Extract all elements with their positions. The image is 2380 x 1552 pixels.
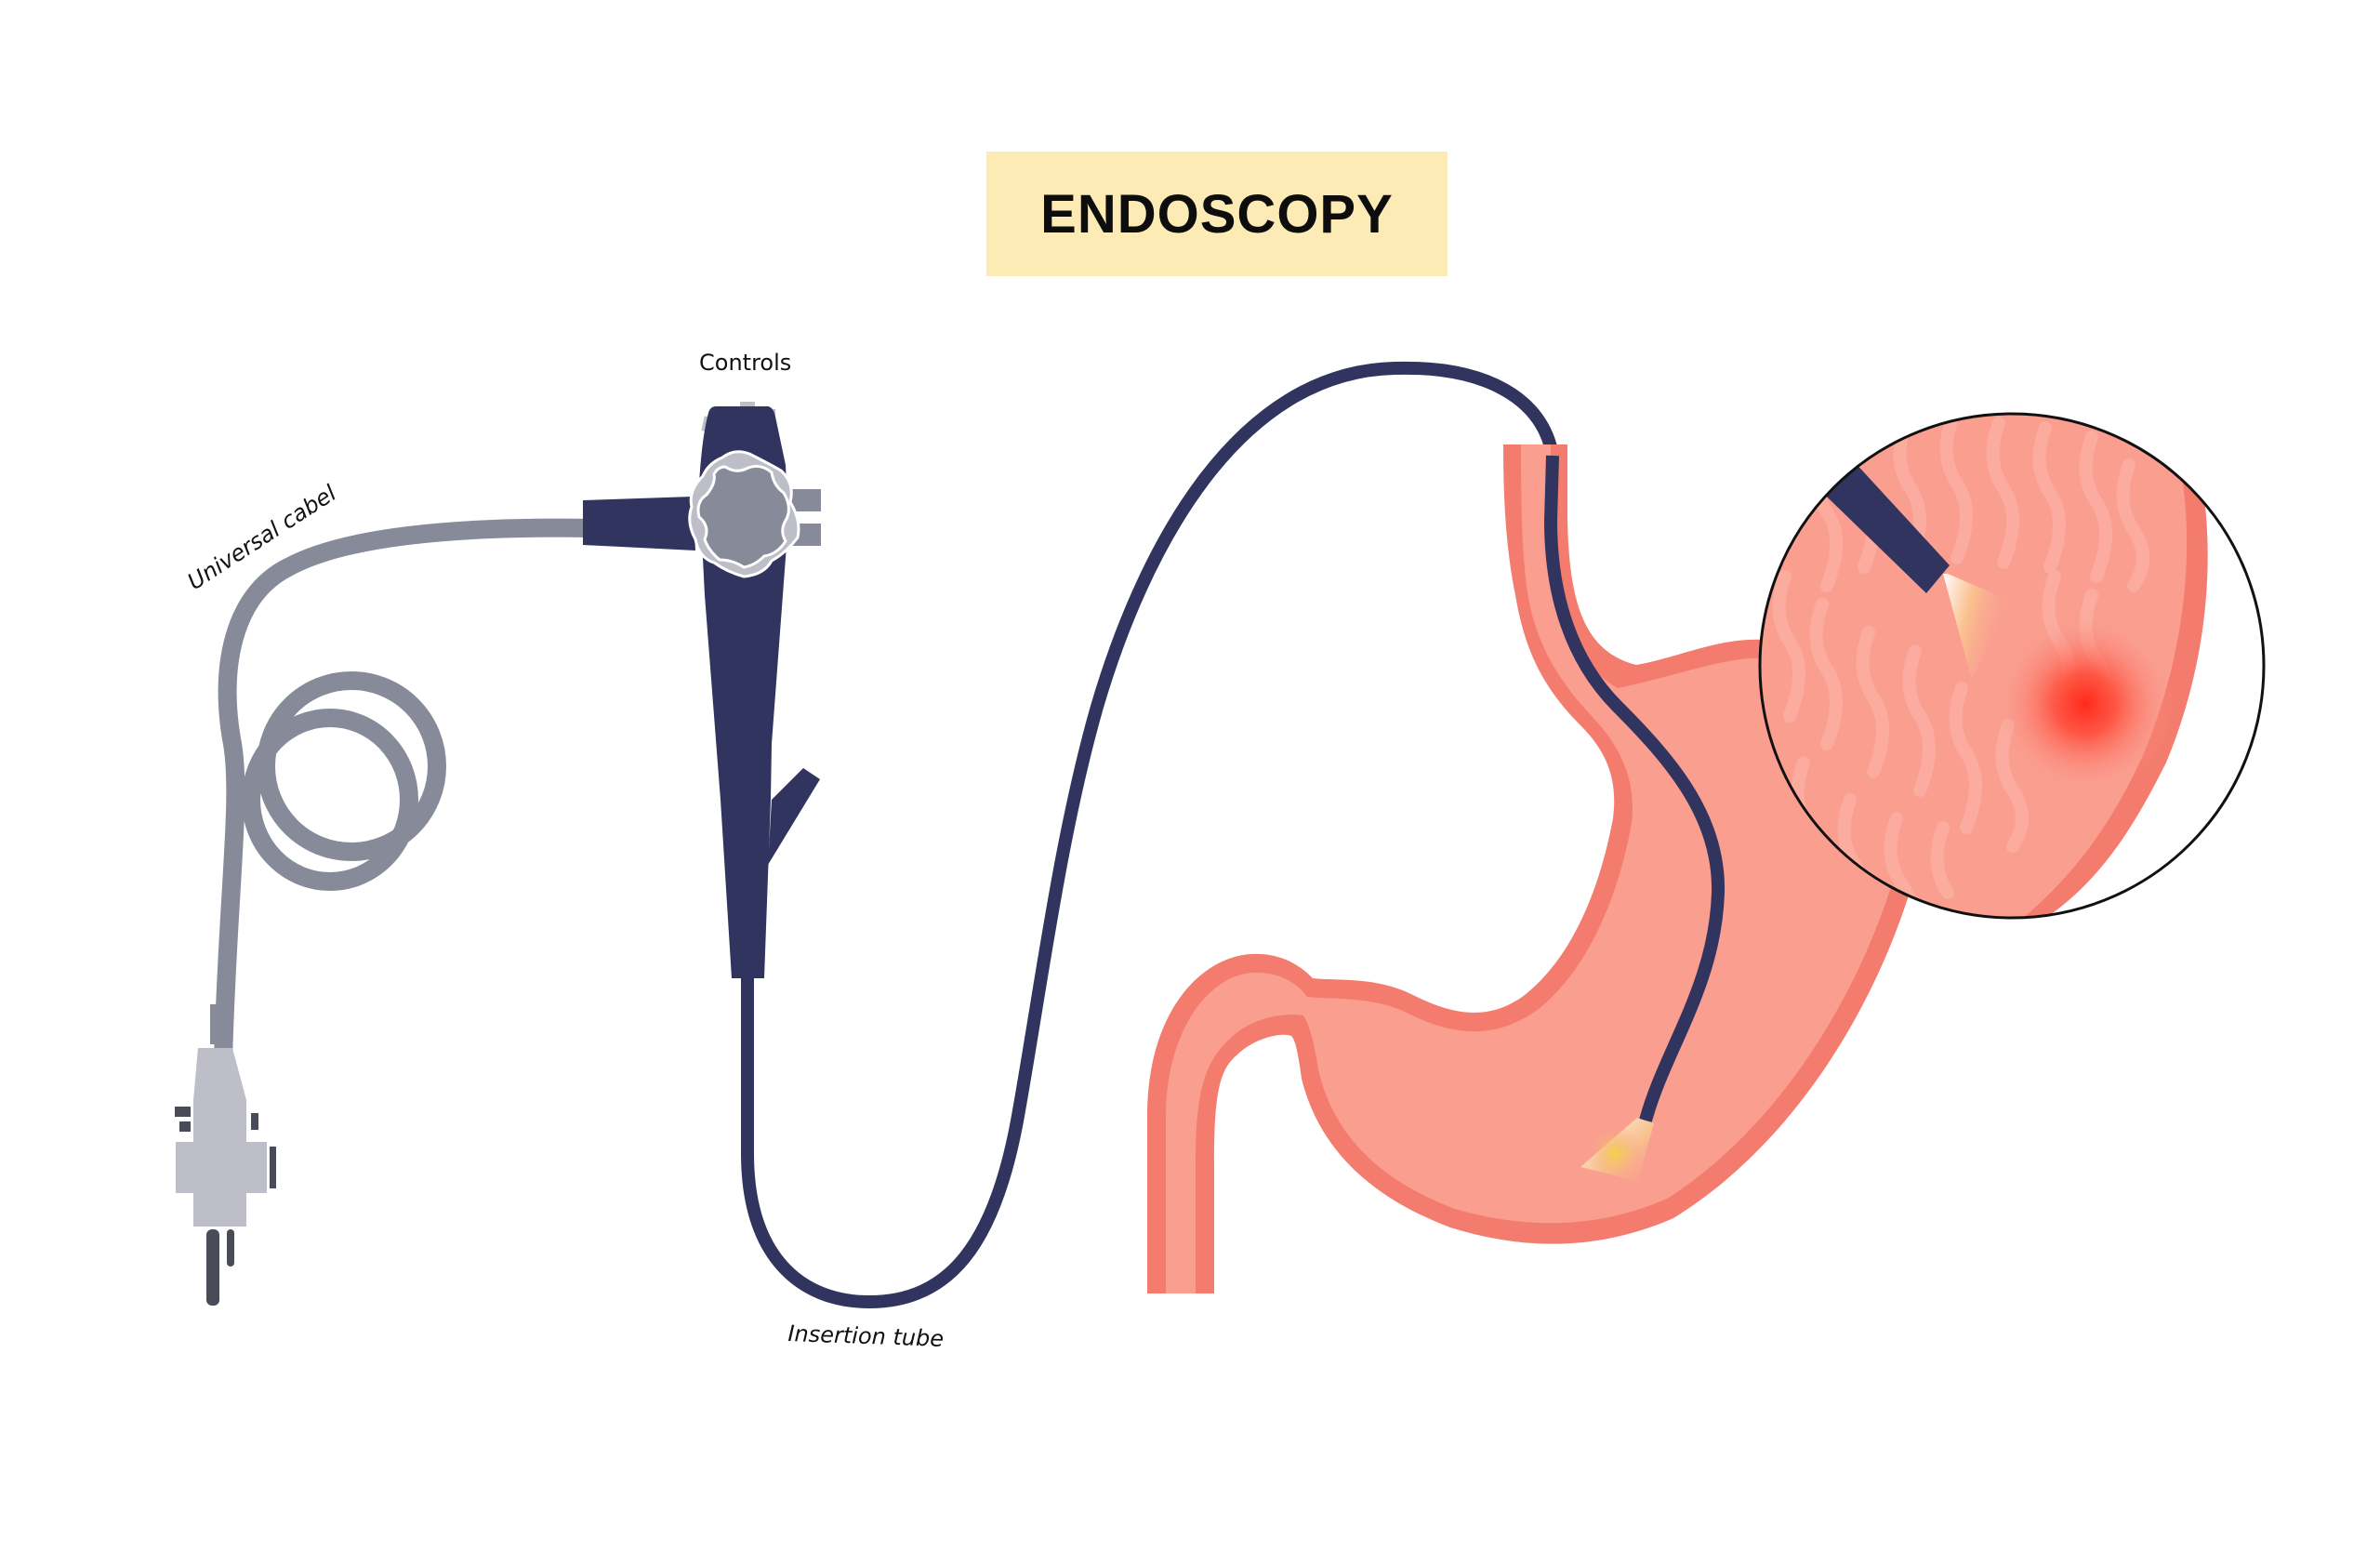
- universal-cable: [214, 518, 596, 1061]
- title-banner: ENDOSCOPY: [986, 152, 1448, 276]
- scope-tip-light: [1580, 1118, 1654, 1181]
- controls-label: Controls: [699, 350, 792, 376]
- connector-plug: [175, 1004, 276, 1306]
- insertion-tube-label: Insertion tube: [787, 1320, 945, 1352]
- insertion-tube-inside: [1543, 455, 1726, 1122]
- title-text: ENDOSCOPY: [1040, 183, 1394, 245]
- control-handle: [583, 402, 821, 978]
- magnifier-inset: [1758, 412, 2266, 920]
- insertion-tube: [741, 361, 1559, 1309]
- stomach: [1147, 444, 1930, 1293]
